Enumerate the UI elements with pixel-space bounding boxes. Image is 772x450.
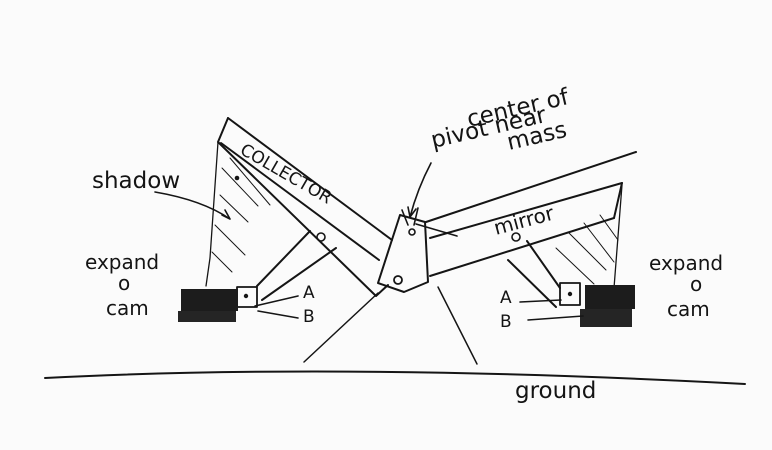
label-a-left: A: [303, 283, 315, 303]
shadow-pointer-arrow: [154, 191, 231, 220]
right-cam-block: [519, 285, 635, 327]
ground-line: [44, 370, 746, 385]
left-cam-block: [178, 289, 299, 322]
label-b-right: B: [500, 312, 512, 332]
expand-label-right-3: cam: [667, 297, 710, 321]
left-shadow-region: [205, 141, 271, 287]
label-b-left: B: [303, 307, 315, 327]
right-shadow-region: [555, 184, 623, 289]
mirror-panel: [415, 151, 637, 277]
ground-label: ground: [515, 378, 596, 404]
label-a-right: A: [500, 288, 512, 308]
expand-label-left-3: cam: [106, 296, 149, 320]
expand-label-right-1: expand: [649, 251, 723, 275]
pivot-support-right-leg: [437, 286, 478, 365]
expand-label-left-2: o: [118, 271, 130, 295]
expand-label-left-1: expand: [85, 250, 159, 274]
pivot-plate: [377, 207, 429, 293]
mirror-label: mirror: [491, 201, 557, 240]
collector-panel: [217, 117, 393, 297]
left-bracket: [236, 230, 337, 308]
expand-label-right-2: o: [690, 272, 702, 296]
right-bracket: [507, 232, 581, 308]
shadow-label: shadow: [92, 168, 180, 194]
pivot-support-left-leg: [303, 292, 379, 363]
pivot-pointer-arrow: [407, 162, 432, 218]
